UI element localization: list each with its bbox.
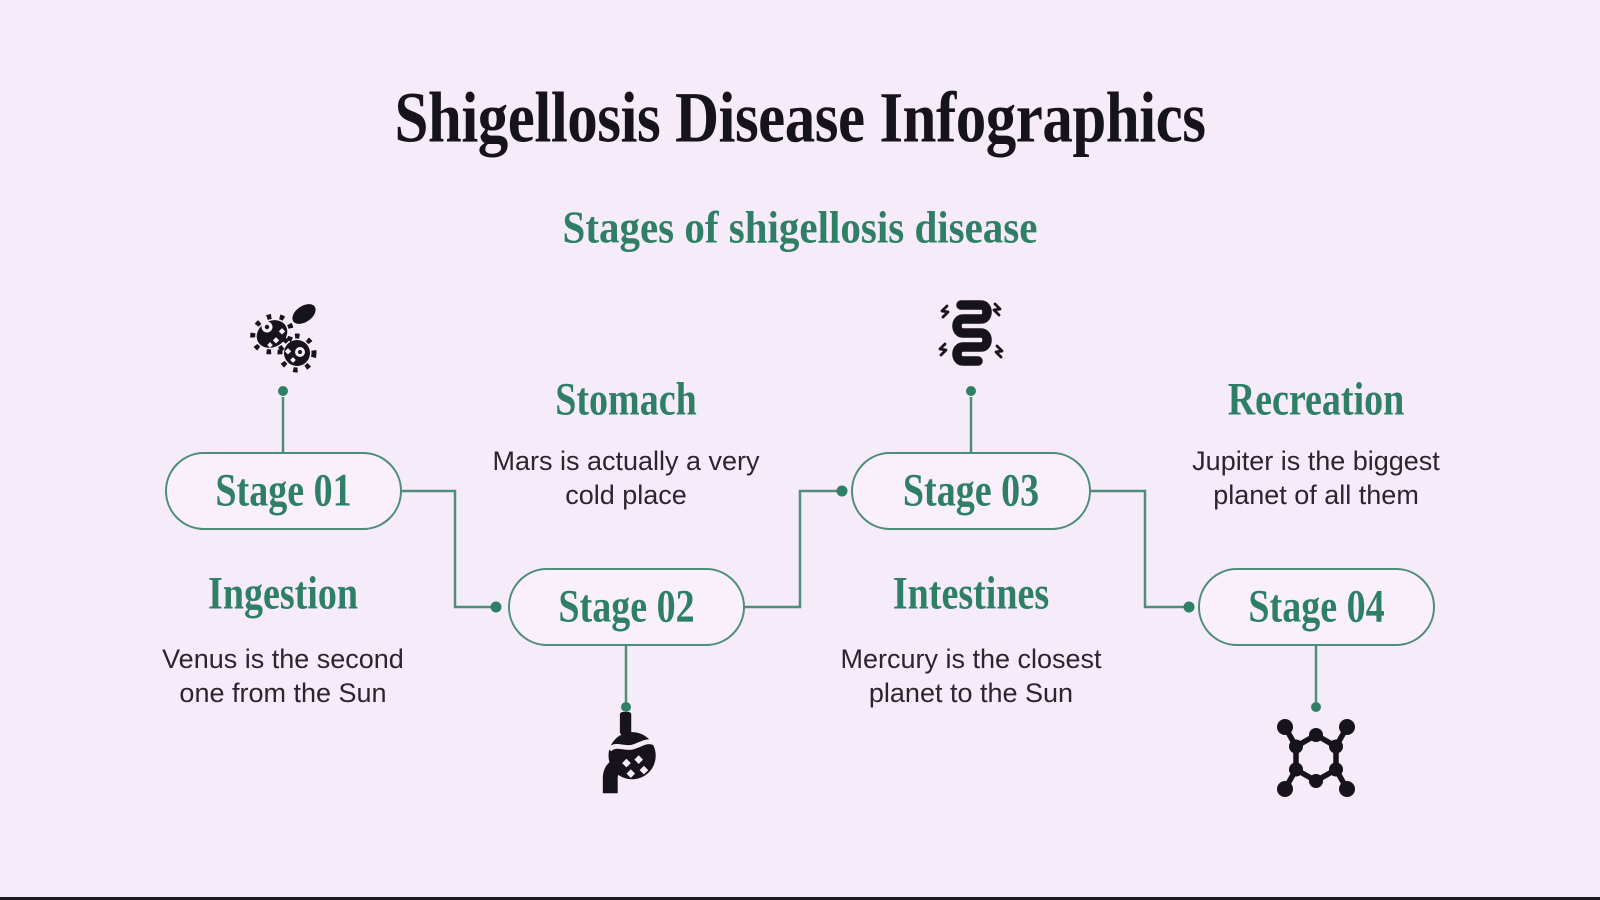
bacteria-icon	[250, 304, 317, 373]
stage-3-pill: Stage 03	[851, 452, 1091, 530]
stage-2-description: Mars is actually a very cold place	[492, 446, 760, 510]
stage-2-pill: Stage 02	[508, 568, 745, 646]
stem-stage1	[278, 386, 288, 452]
stage-2-label: Stage 02	[558, 581, 695, 633]
stem-stage4	[1311, 646, 1321, 712]
stage-2-heading: Stomach	[555, 374, 697, 426]
stage-4-heading: Recreation	[1227, 374, 1405, 426]
page-subtitle: Stages of shigellosis disease	[562, 201, 1038, 253]
stem-stage2	[621, 646, 631, 712]
stage-1-heading: Ingestion	[208, 568, 358, 620]
stage-1-description: Venus is the second one from the Sun	[162, 644, 404, 708]
stage-3-description: Mercury is the closest planet to the Sun	[840, 644, 1102, 708]
stage-4-label: Stage 04	[1248, 581, 1385, 633]
stomach-icon	[602, 712, 657, 794]
stage-4-description: Jupiter is the biggest planet of all the…	[1192, 446, 1440, 510]
stage-3-label: Stage 03	[902, 465, 1040, 517]
molecule-icon	[1277, 719, 1355, 797]
stage-3-heading: Intestines	[892, 568, 1050, 620]
stage-4-pill: Stage 04	[1198, 568, 1435, 646]
stem-stage3	[966, 386, 976, 452]
bottom-edge-bar	[0, 897, 1600, 900]
stage-1-pill: Stage 01	[165, 452, 402, 530]
stage-1-label: Stage 01	[215, 465, 352, 517]
intestines-icon	[938, 300, 1004, 366]
page-title: Shigellosis Disease Infographics	[394, 78, 1207, 158]
